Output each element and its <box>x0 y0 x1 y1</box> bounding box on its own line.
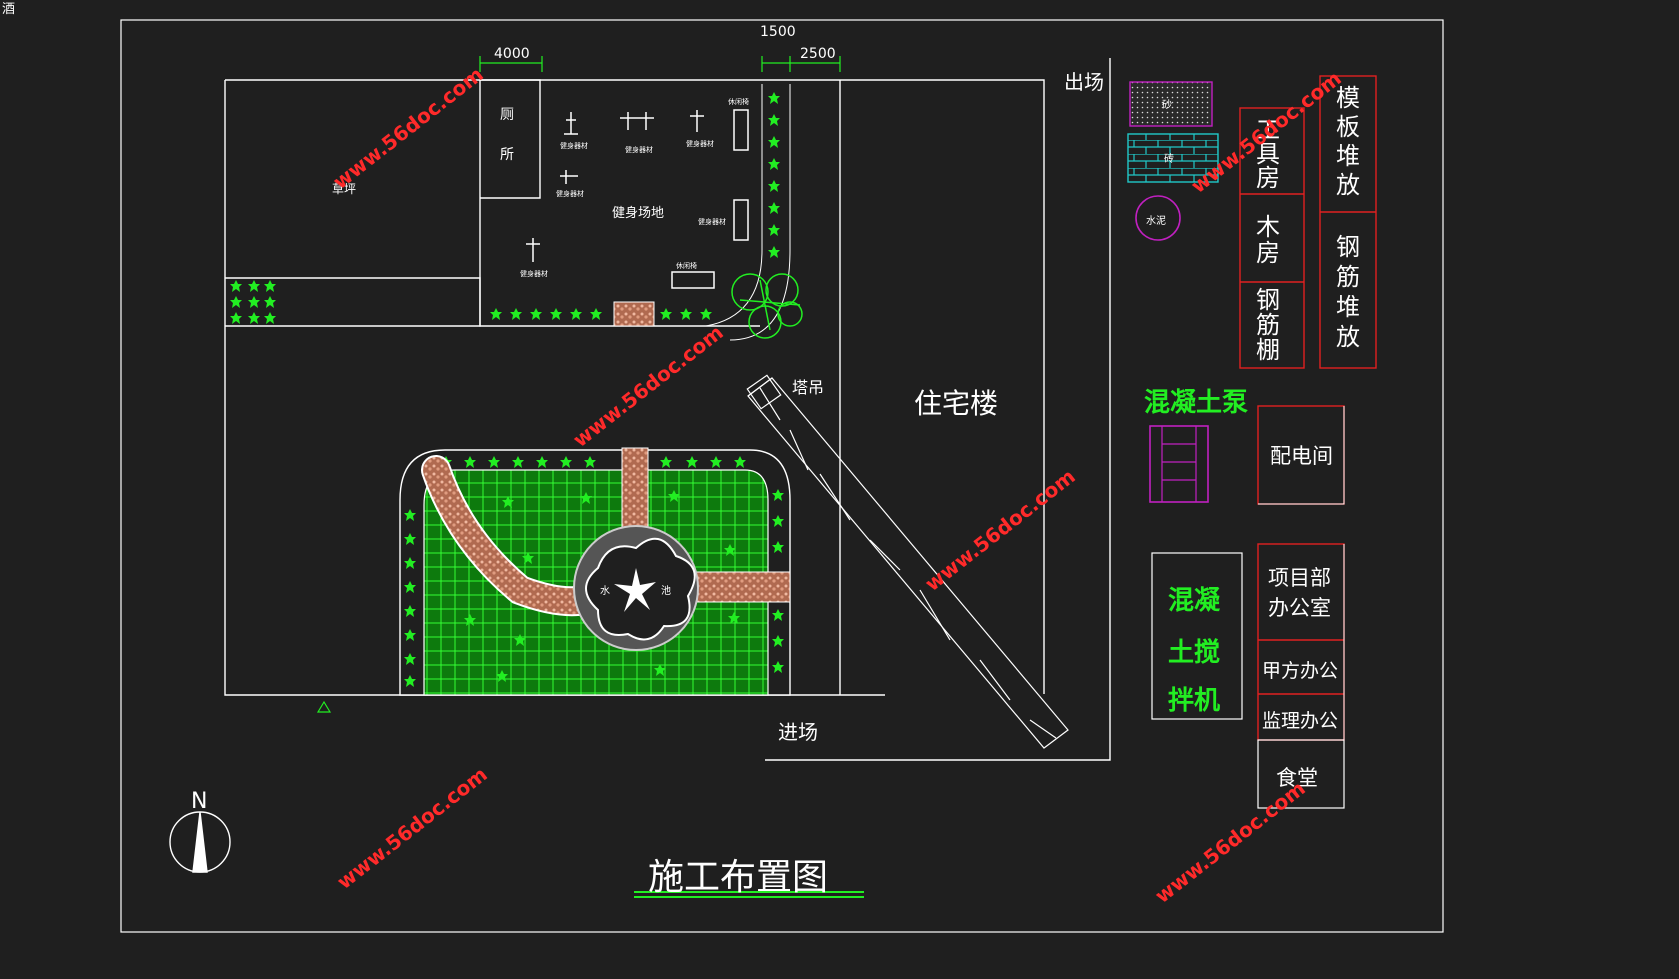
fitness-equipment <box>526 109 749 289</box>
tower-crane <box>746 374 1069 749</box>
mixer-box <box>1151 552 1243 720</box>
corner-glyph: 酒 <box>2 2 16 17</box>
dimension-2500: 2500 <box>800 46 836 62</box>
water-tank <box>1135 195 1181 241</box>
sand-pile <box>1129 81 1213 127</box>
equipment-labels: 健身器材 健身器材 健身器材 健身器材 健身器材 休闲椅 健身器材 休闲椅 <box>520 97 749 278</box>
dimension-lines <box>479 56 841 72</box>
north-label: N <box>191 789 207 814</box>
hedge-bottom <box>490 308 712 320</box>
garden-path-right <box>683 571 791 603</box>
svg-text:健身器材: 健身器材 <box>520 269 548 278</box>
brick-pile <box>1127 133 1219 183</box>
canteen-box <box>1257 739 1345 809</box>
tree-cluster <box>731 273 803 339</box>
svg-text:健身器材: 健身器材 <box>625 145 653 154</box>
dimension-1500: 1500 <box>760 24 796 40</box>
svg-text:健身器材: 健身器材 <box>698 217 726 226</box>
pond-label-1: 水 <box>600 585 610 597</box>
svg-text:健身器材: 健身器材 <box>560 141 588 150</box>
hedge-vertical <box>768 92 780 258</box>
svg-text:健身器材: 健身器材 <box>556 189 584 198</box>
concrete-pump <box>1149 425 1209 503</box>
white-lines <box>1258 406 1345 740</box>
north-arrow <box>169 811 231 873</box>
svg-text:健身器材: 健身器材 <box>686 139 714 148</box>
svg-text:休闲椅: 休闲椅 <box>676 261 697 270</box>
drawing-frame <box>120 19 1444 933</box>
site-outlines <box>224 58 1111 761</box>
path-segment <box>613 301 655 327</box>
entry-marker <box>316 700 332 713</box>
hedge-left <box>230 280 276 324</box>
pond-star <box>614 568 656 612</box>
svg-text:休闲椅: 休闲椅 <box>728 97 749 106</box>
title-underline <box>634 891 864 898</box>
dimension-4000: 4000 <box>494 46 530 62</box>
pond-label-2: 池 <box>661 584 671 597</box>
red-buildings <box>1239 75 1377 741</box>
